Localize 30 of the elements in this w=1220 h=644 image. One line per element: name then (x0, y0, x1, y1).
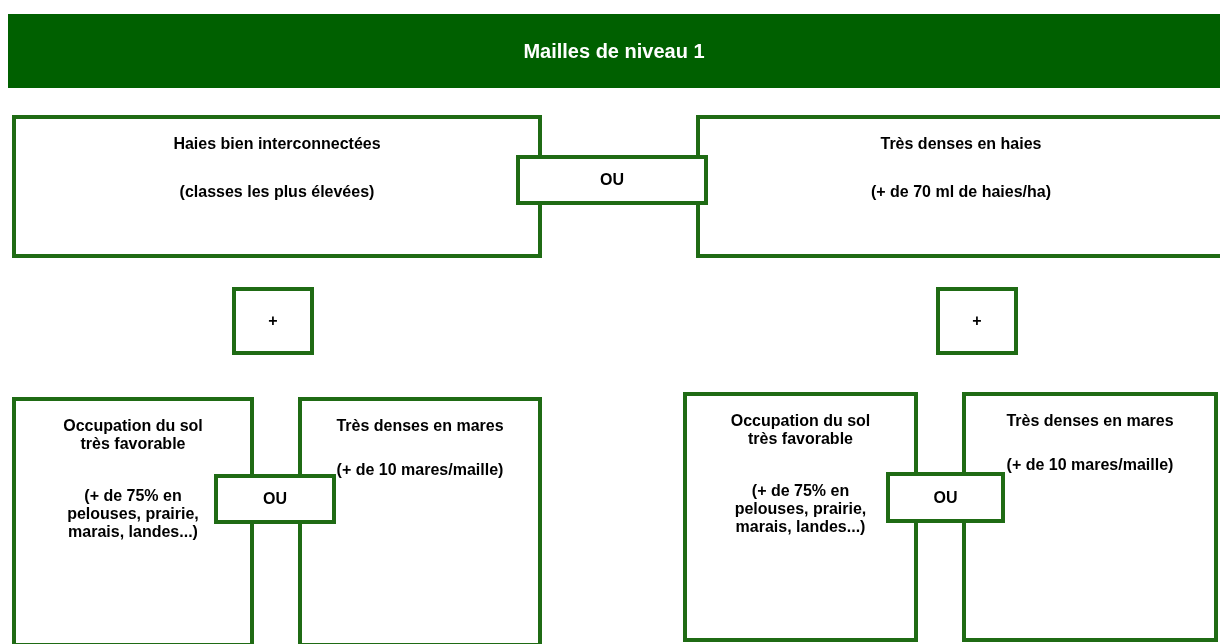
header-band (8, 14, 1220, 88)
criteria-title: Très denses en mares (336, 417, 504, 435)
criteria-box (298, 397, 542, 644)
operator-label: OU (933, 488, 958, 507)
criteria-detail: (+ de 10 mares/maille) (1006, 456, 1174, 474)
operator-label: OU (600, 171, 624, 189)
criteria-title: Occupation du sol très favorable (62, 417, 204, 453)
criteria-box (12, 115, 542, 258)
criteria-box (683, 392, 918, 642)
operator-box (936, 287, 1018, 355)
operator-box (214, 474, 336, 524)
criteria-title: Très denses en haies (880, 135, 1042, 153)
operator-box (516, 155, 708, 205)
operator-label: + (972, 312, 982, 330)
criteria-detail: (classes les plus élevées) (179, 183, 375, 201)
criteria-detail: (+ de 75% en pelouses, prairie, marais, landes...) (66, 487, 200, 541)
criteria-detail: (+ de 70 ml de haies/ha) (870, 183, 1052, 201)
criteria-title: Occupation du sol très favorable (729, 412, 872, 448)
criteria-detail: (+ de 10 mares/maille) (336, 461, 504, 479)
operator-box (886, 472, 1005, 523)
operator-label: OU (263, 490, 287, 508)
criteria-title: Très denses en mares (1006, 412, 1174, 430)
criteria-detail: (+ de 75% en pelouses, prairie, marais, landes...) (733, 482, 868, 536)
criteria-box (962, 392, 1218, 642)
criteria-box (12, 397, 254, 644)
operator-label: + (268, 312, 278, 330)
criteria-box (696, 115, 1220, 258)
operator-box (232, 287, 314, 355)
header-title: Mailles de niveau 1 (523, 39, 705, 63)
criteria-title: Haies bien interconnectées (173, 135, 381, 153)
